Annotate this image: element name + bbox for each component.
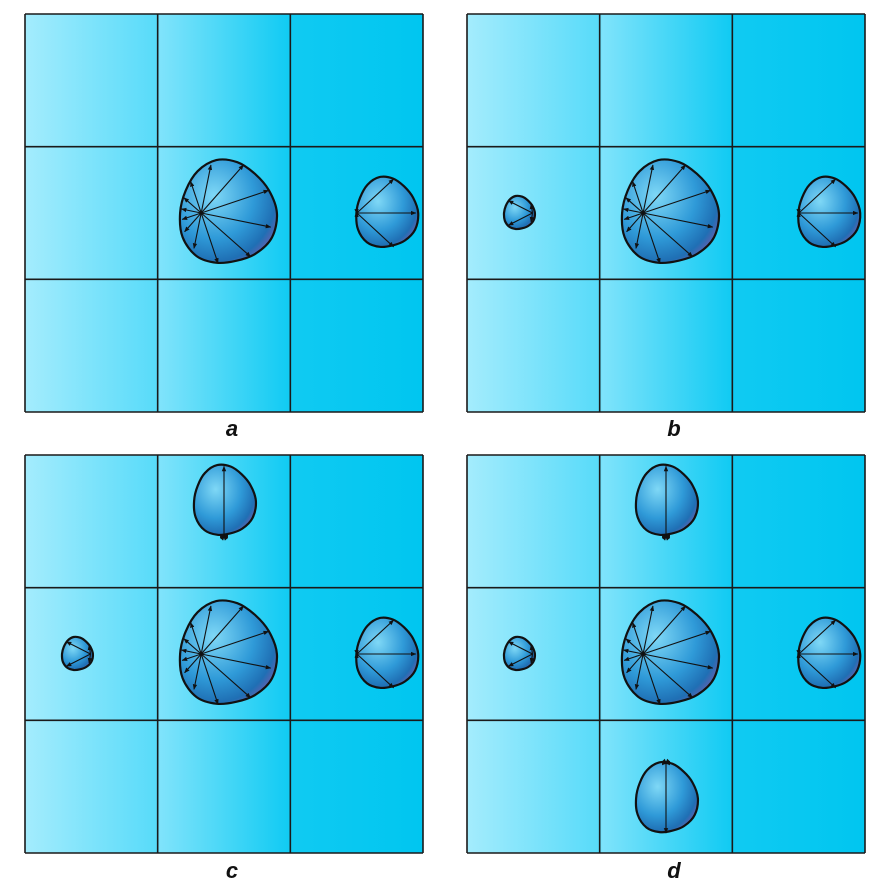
radial-arrow (625, 638, 644, 655)
panel-a (24, 13, 424, 413)
radial-arrow (634, 653, 644, 690)
radial-arrow (87, 653, 93, 664)
radial-arrow (642, 189, 712, 214)
radial-arrow (65, 641, 91, 655)
radial-arrow (623, 653, 644, 661)
radial-arrow (200, 605, 244, 655)
panel-label-a: a (226, 416, 238, 441)
radial-arrow (200, 164, 213, 214)
radial-arrow (183, 197, 202, 214)
radial-arrow (529, 644, 535, 655)
radial-arrow (180, 207, 202, 214)
panel-d (466, 454, 866, 854)
radial-arrow (192, 212, 202, 249)
radial-arrow (507, 212, 533, 226)
bubble-top (634, 463, 700, 541)
radial-arrow (201, 653, 272, 670)
bubble-right (354, 616, 420, 690)
radial-arrow (622, 207, 644, 214)
radial-arrow (529, 653, 535, 664)
bubble-center (178, 599, 279, 706)
radial-arrow (642, 212, 661, 264)
radial-arrow (642, 630, 712, 655)
bubble-outline (634, 760, 700, 834)
radial-arrow (200, 164, 244, 214)
radial-arrow (180, 648, 202, 655)
radial-arrow (201, 212, 272, 229)
bubble-left (60, 635, 95, 672)
radial-arrow (642, 605, 686, 655)
radial-arrow (642, 164, 655, 214)
radial-arrow (632, 622, 644, 655)
radial-arrow (623, 212, 644, 220)
bubble-top (192, 463, 258, 541)
radial-arrow (201, 630, 270, 655)
radial-arrow (622, 648, 644, 655)
bubble-center (620, 599, 721, 706)
radial-arrow (183, 638, 202, 655)
radial-arrow (356, 653, 395, 689)
radial-arrow (634, 212, 644, 249)
radial-arrow (356, 178, 395, 214)
radial-arrow (87, 644, 93, 655)
radial-arrow (507, 653, 533, 667)
radial-arrow (642, 653, 694, 699)
radial-arrow (798, 212, 837, 248)
radial-arrow (529, 203, 535, 214)
radial-arrow (798, 653, 837, 689)
radial-arrow (626, 212, 644, 233)
radial-arrow (798, 178, 837, 214)
bubble-left (502, 635, 537, 672)
bubble-right (354, 175, 420, 249)
panel-label-c: c (226, 858, 238, 883)
radial-arrow (201, 189, 270, 214)
radial-arrow (192, 653, 202, 690)
bubble-outline (634, 463, 700, 537)
bubble-right (796, 616, 862, 690)
radial-arrow (507, 641, 533, 655)
bubble-center (620, 158, 721, 265)
radial-arrow (200, 605, 213, 655)
radial-arrow (632, 181, 644, 214)
radial-arrow (529, 212, 535, 223)
radial-arrow (507, 200, 533, 214)
radial-arrow (65, 653, 91, 667)
radial-arrow (356, 212, 395, 248)
radial-arrow (200, 653, 219, 705)
radial-arrow (200, 212, 219, 264)
panel-label-b: b (667, 416, 680, 441)
radial-arrow (642, 212, 694, 258)
radial-arrow (642, 212, 714, 229)
radial-arrow (626, 653, 644, 674)
radial-arrow (184, 653, 202, 674)
bubble-right (796, 175, 862, 249)
panel-label-d: d (667, 858, 681, 883)
radial-arrow (190, 622, 202, 655)
radial-arrow (181, 653, 202, 661)
bubble-outline (192, 463, 258, 537)
radial-arrow (181, 212, 202, 220)
radial-arrow (642, 653, 661, 705)
radial-arrow (184, 212, 202, 233)
bubble-center (178, 158, 279, 265)
panel-c (24, 454, 424, 854)
radial-arrow (798, 619, 837, 655)
radial-arrow (625, 197, 644, 214)
bubble-left (502, 194, 537, 231)
radial-arrow (190, 181, 202, 214)
radial-arrow (200, 212, 252, 258)
radial-arrow (200, 653, 252, 699)
radial-arrow (642, 653, 714, 670)
bubble-bottom (634, 758, 700, 834)
radial-arrow (356, 619, 395, 655)
panel-b (466, 13, 866, 413)
radial-arrow (642, 164, 686, 214)
radial-arrow (642, 605, 655, 655)
